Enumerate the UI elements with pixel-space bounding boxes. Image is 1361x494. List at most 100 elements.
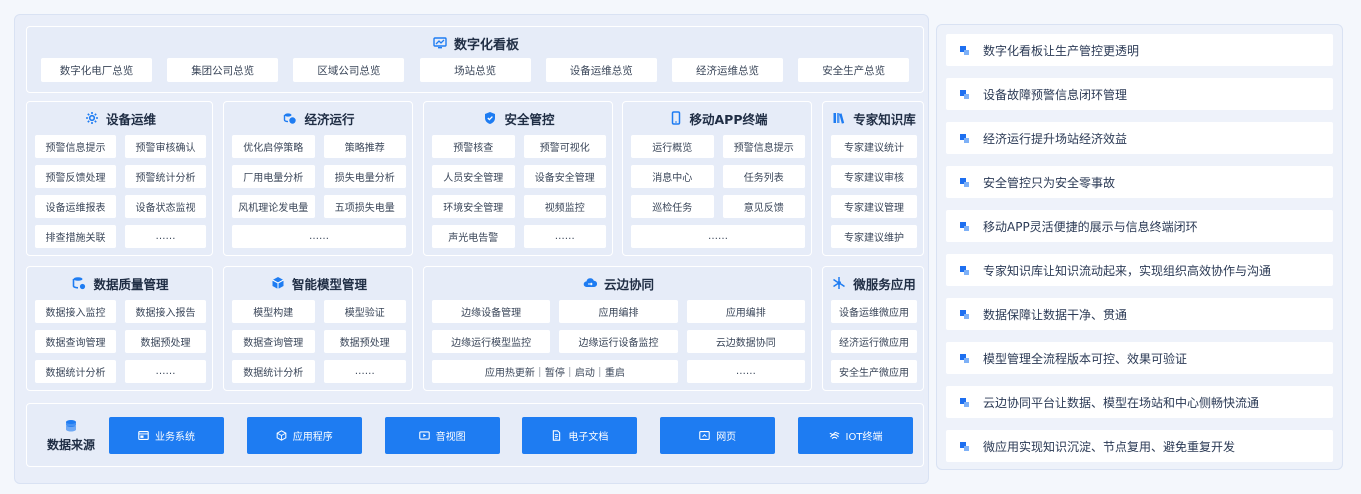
module-item[interactable]: 视频监控 (523, 195, 606, 218)
module-panel: 经济运行优化启停策略策略推荐厂用电量分析损失电量分析风机理论发电量五项损失电量…… (223, 101, 413, 256)
module-item[interactable]: 预警反馈处理 (35, 165, 116, 188)
module-title: 移动APP终端 (623, 109, 813, 127)
module-item[interactable]: 运行概览 (631, 135, 714, 158)
browser-icon (699, 430, 710, 441)
dashboard-item[interactable]: 集团公司总览 (167, 58, 279, 82)
module-item[interactable]: 边缘设备管理 (432, 300, 551, 323)
benefit-text: 微应用实现知识沉淀、节点复用、避免重复开发 (983, 439, 1236, 454)
phone-icon (669, 111, 683, 125)
bullet-icon (960, 177, 969, 187)
benefit-item: 移动APP灵活便捷的展示与信息终端闭环 (946, 210, 1333, 242)
benefit-text: 专家知识库让知识流动起来，实现组织高效协作与沟通 (983, 263, 1272, 278)
module-item[interactable]: 设备运维微应用 (831, 300, 917, 323)
module-item[interactable]: 专家建议审核 (831, 165, 917, 188)
module-item[interactable]: 数据预处理 (323, 330, 406, 353)
module-item[interactable]: 预警信息提示 (35, 135, 116, 158)
module-panel: 微服务应用设备运维微应用经济运行微应用安全生产微应用 (822, 266, 924, 391)
dashboard-item[interactable]: 区域公司总览 (293, 58, 405, 82)
bullet-icon (960, 89, 969, 99)
module-item[interactable]: 应用编排 (559, 300, 678, 323)
benefit-item: 数据保障让数据干净、贯通 (946, 298, 1333, 330)
module-item[interactable]: 环境安全管理 (432, 195, 515, 218)
bullet-icon (960, 221, 969, 231)
module-item[interactable]: 五项损失电量 (323, 195, 406, 218)
module-item[interactable]: 模型构建 (232, 300, 315, 323)
module-item[interactable]: 数据查询管理 (232, 330, 315, 353)
dashboard-item[interactable]: 设备运维总览 (545, 58, 657, 82)
data-source-button[interactable]: 应用程序 (246, 417, 362, 454)
benefit-item: 专家知识库让知识流动起来，实现组织高效协作与沟通 (946, 254, 1333, 286)
module-item[interactable]: 数据查询管理 (35, 330, 116, 353)
module-item[interactable]: …… (631, 225, 805, 248)
module-item[interactable]: 预警审核确认 (125, 135, 206, 158)
module-item[interactable]: 策略推荐 (323, 135, 406, 158)
module-item[interactable]: 消息中心 (631, 165, 714, 188)
dashboard-item[interactable]: 安全生产总览 (798, 58, 910, 82)
module-title-text: 移动APP终端 (689, 111, 768, 127)
module-item[interactable]: 预警可视化 (523, 135, 606, 158)
module-item[interactable]: 设备状态监视 (125, 195, 206, 218)
module-item[interactable]: 厂用电量分析 (232, 165, 315, 188)
gear-icon (85, 111, 99, 125)
module-item[interactable]: …… (323, 360, 406, 383)
module-item[interactable]: 数据接入监控 (35, 300, 116, 323)
module-item[interactable]: 预警统计分析 (125, 165, 206, 188)
module-item[interactable]: 经济运行微应用 (831, 330, 917, 353)
window-icon (138, 430, 149, 441)
module-item[interactable]: 人员安全管理 (432, 165, 515, 188)
module-title: 云边协同 (424, 274, 813, 292)
data-source-button[interactable]: 网页 (660, 417, 776, 454)
module-item[interactable]: 预警核查 (432, 135, 515, 158)
dashboard-item[interactable]: 经济运维总览 (672, 58, 783, 82)
benefit-text: 设备故障预警信息闭环管理 (983, 87, 1128, 102)
books-icon (832, 111, 846, 125)
data-source-button[interactable]: 音视图 (384, 417, 500, 454)
module-item[interactable]: …… (523, 225, 606, 248)
module-item[interactable]: 专家建议管理 (831, 195, 917, 218)
module-item[interactable]: 边缘运行模型监控 (432, 330, 551, 353)
data-source-button-label: 音视图 (435, 432, 466, 443)
module-item[interactable]: 专家建议统计 (831, 135, 917, 158)
module-item[interactable]: 声光电告警 (432, 225, 515, 248)
module-title-text: 设备运维 (105, 111, 156, 127)
dashboard-item[interactable]: 场站总览 (419, 58, 531, 82)
module-item[interactable]: …… (686, 360, 805, 383)
module-item[interactable]: 数据统计分析 (232, 360, 315, 383)
module-item[interactable]: …… (232, 225, 406, 248)
benefit-item: 经济运行提升场站经济效益 (946, 122, 1333, 154)
module-item[interactable]: 专家建议维护 (831, 225, 917, 248)
module-item[interactable]: 模型验证 (323, 300, 406, 323)
module-title: 安全管控 (424, 109, 614, 127)
data-source-button[interactable]: IOT终端 (798, 417, 913, 454)
module-item[interactable]: 安全生产微应用 (831, 360, 917, 383)
module-item[interactable]: 设备运维报表 (35, 195, 116, 218)
module-item[interactable]: 设备安全管理 (523, 165, 606, 188)
module-item[interactable]: …… (125, 360, 206, 383)
data-source-button[interactable]: 电子文档 (522, 417, 638, 454)
module-item[interactable]: 巡检任务 (631, 195, 714, 218)
module-item[interactable]: …… (125, 225, 206, 248)
module-item[interactable]: 数据预处理 (125, 330, 206, 353)
data-source-button[interactable]: 业务系统 (109, 417, 224, 454)
benefit-text: 安全管控只为安全零事故 (983, 175, 1116, 190)
benefit-item: 云边协同平台让数据、模型在场站和中心侧畅快流通 (946, 386, 1333, 418)
benefit-item: 数字化看板让生产管控更透明 (946, 34, 1333, 66)
module-item[interactable]: 边缘运行设备监控 (559, 330, 678, 353)
dashboard-item[interactable]: 数字化电厂总览 (41, 58, 152, 82)
module-panel: 数据质量管理数据接入监控数据接入报告数据查询管理数据预处理数据统计分析…… (26, 266, 213, 391)
module-item[interactable]: 应用热更新｜暂停｜启动｜重启 (432, 360, 678, 383)
module-item[interactable]: 风机理论发电量 (232, 195, 315, 218)
module-item[interactable]: 意见反馈 (722, 195, 805, 218)
module-item[interactable]: 任务列表 (722, 165, 805, 188)
module-item[interactable]: 预警信息提示 (722, 135, 805, 158)
module-item[interactable]: 排查措施关联 (35, 225, 116, 248)
module-item[interactable]: 云边数据协同 (686, 330, 805, 353)
module-item[interactable]: 损失电量分析 (323, 165, 406, 188)
module-item[interactable]: 数据接入报告 (125, 300, 206, 323)
dashboard-panel: 数字化看板 数字化电厂总览集团公司总览区域公司总览场站总览设备运维总览经济运维总… (26, 26, 924, 93)
module-item[interactable]: 应用编排 (686, 300, 805, 323)
module-item[interactable]: 优化启停策略 (232, 135, 315, 158)
bullet-icon (960, 397, 969, 407)
module-item[interactable]: 数据统计分析 (35, 360, 116, 383)
